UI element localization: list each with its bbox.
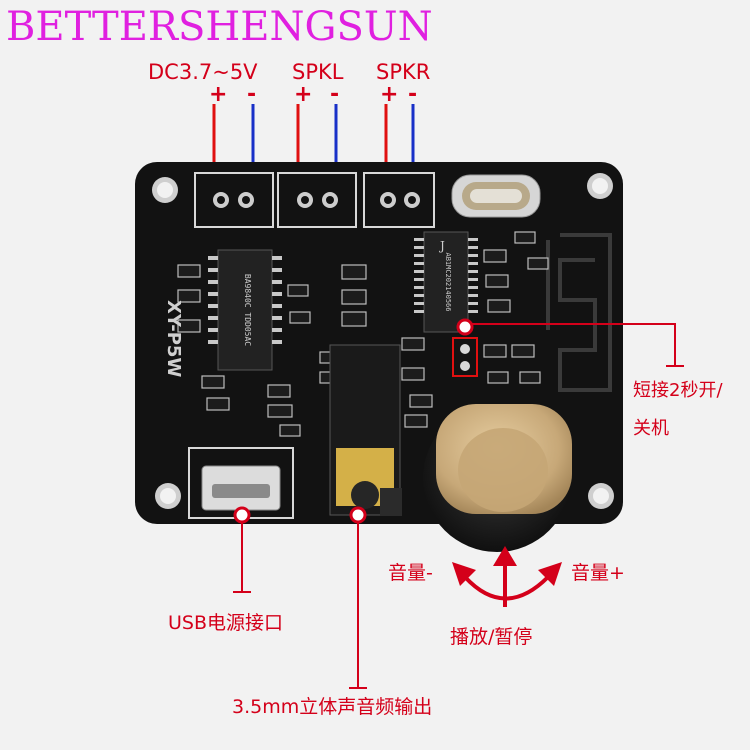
pcb-board: BA9840C TDD05AC AB1MC202140566 J (135, 162, 623, 552)
mounting-holes (152, 173, 614, 509)
spkr-minus-sign: - (408, 82, 418, 107)
terminal-pads (194, 172, 435, 228)
svg-text:J: J (438, 239, 445, 253)
spkr-plus-sign: + (380, 82, 399, 107)
wires (212, 104, 415, 172)
model-silkscreen: XY-P5W (163, 300, 184, 377)
spkl-minus-sign: - (330, 82, 340, 107)
play-pause-label: 播放/暂停 (450, 626, 533, 648)
bluetooth-chip: AB1MC202140566 J (414, 231, 478, 333)
spkl-label: SPKL (292, 60, 344, 84)
dc-input-label: DC3.7~5V (148, 60, 258, 84)
dc-plus-sign: + (209, 82, 228, 107)
callout-lines (233, 323, 684, 689)
crystal-oscillator (451, 174, 541, 218)
amplifier-chip: BA9840C TDD05AC (208, 249, 282, 371)
power-short-pads (452, 337, 478, 377)
audio-output-label: 3.5mm立体声音频输出 (232, 696, 433, 718)
volume-arrows (452, 546, 562, 607)
callout-markers (233, 318, 474, 524)
usb-power-label: USB电源接口 (168, 612, 284, 634)
pcb-antenna (546, 233, 612, 392)
audio-jack (329, 344, 402, 516)
dc-minus-sign: - (247, 82, 257, 107)
short-press-label: 短接2秒开/ (633, 380, 723, 401)
spkl-plus-sign: + (294, 82, 313, 107)
volume-down-label: 音量- (388, 562, 433, 584)
spkr-label: SPKR (376, 60, 431, 84)
smd-components (177, 231, 549, 437)
rotary-encoder (423, 404, 572, 552)
power-label: 关机 (633, 418, 669, 439)
volume-up-label: 音量+ (571, 562, 625, 584)
brand-watermark: BETTERSHENGSUN (6, 4, 433, 50)
svg-text:BA9840C TDD05AC: BA9840C TDD05AC (243, 274, 252, 346)
svg-text:AB1MC202140566: AB1MC202140566 (444, 252, 452, 311)
